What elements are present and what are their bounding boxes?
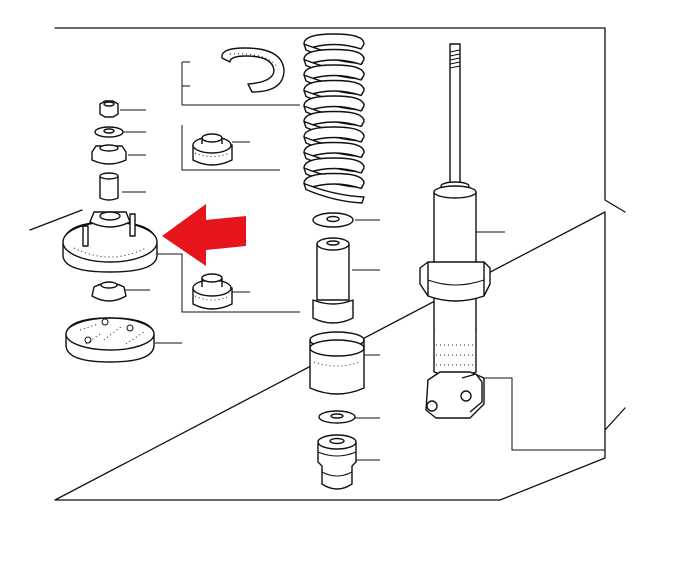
spring-coil-turn (303, 157, 365, 174)
mounting-base (62, 211, 158, 273)
small-washer (318, 410, 356, 424)
spacer-washer (312, 212, 354, 228)
spring-coil-turn (303, 79, 365, 97)
spring-clip (221, 47, 285, 93)
spring-coil-turn (303, 126, 365, 143)
bump-stop-lower (317, 434, 357, 490)
bump-stop-upper (309, 331, 365, 395)
spring-coil-turn (303, 33, 365, 50)
dust-cover (312, 237, 354, 324)
washer (94, 126, 124, 138)
spring-coil-turn (303, 48, 365, 66)
spring-seat (65, 317, 155, 363)
diagram-frame (29, 27, 626, 501)
upper-bushing (91, 144, 127, 165)
collar (99, 172, 119, 201)
spring-coil-turn (303, 141, 365, 159)
arrow-left-icon (162, 204, 246, 266)
spring-coil-front (303, 182, 365, 204)
leader-lines (120, 61, 605, 461)
self-locking-nut (99, 100, 119, 118)
spring-coil-turn (303, 64, 365, 81)
lower-bushing (91, 281, 127, 302)
shock-absorber (419, 43, 491, 419)
spring-coil-turn (303, 172, 365, 190)
upper-rubber-mount (192, 133, 233, 166)
coil-spring (303, 33, 365, 204)
spring-coil-turn (303, 95, 365, 112)
spring-coil-turn (303, 110, 365, 128)
lower-rubber-mount (192, 273, 233, 310)
